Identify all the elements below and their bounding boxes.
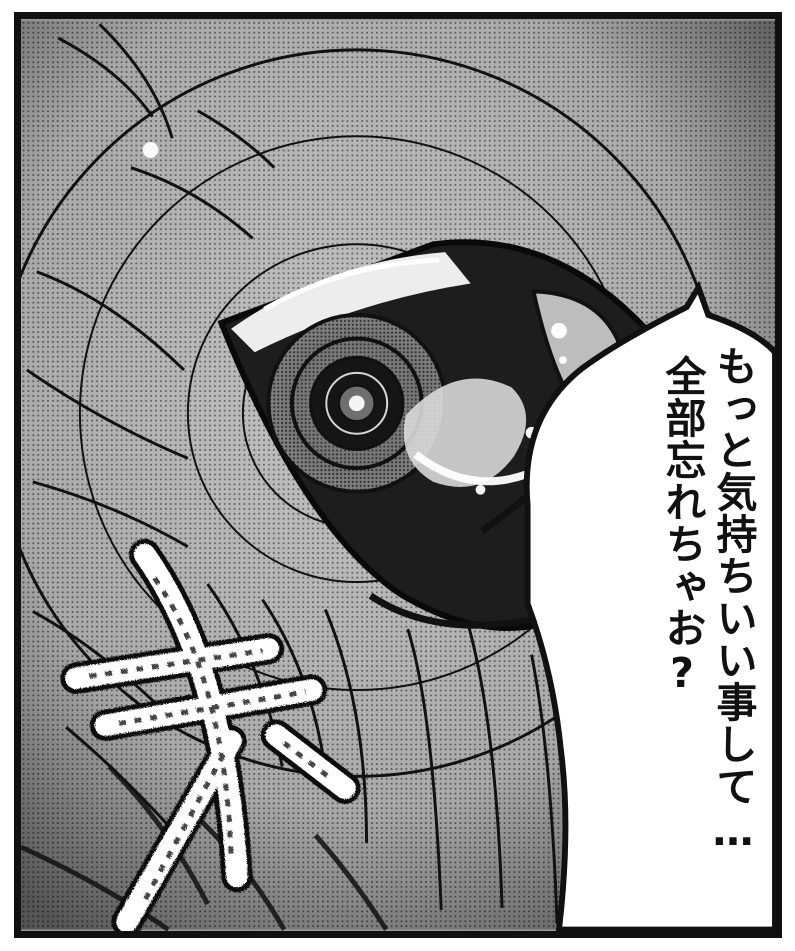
speech-bubble-text: もっと気持ちいい事して… 全部忘れちゃお? <box>658 345 757 856</box>
speech-line-1: もっと気持ちいい事して… <box>709 345 757 856</box>
speech-line-2: 全部忘れちゃお? <box>658 355 706 698</box>
sound-effect-graphic <box>60 538 361 931</box>
manga-panel: キィ もっと気持ちいい事して… 全部忘れちゃお? <box>14 12 782 938</box>
speech-bubble <box>523 280 775 931</box>
panel-art: キィ <box>21 20 775 931</box>
